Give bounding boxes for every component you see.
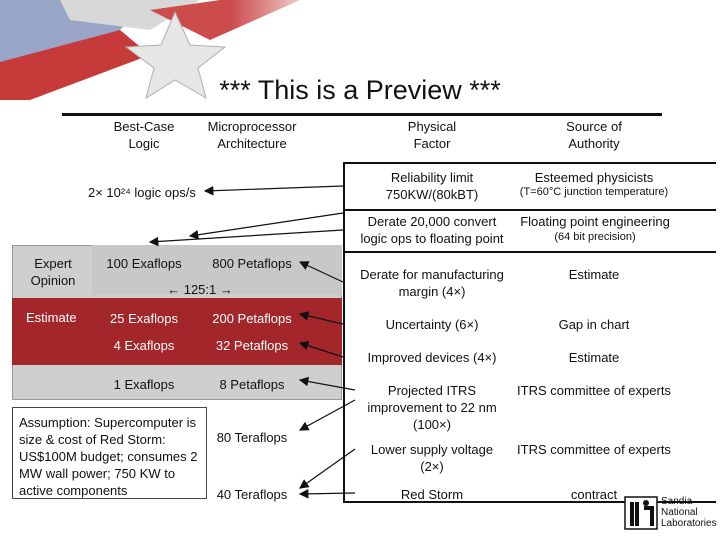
factor-projected-itrs: Projected ITRS improvement to 22 nm (100… [350, 382, 514, 433]
label-expert-opinion: Expert Opinion [14, 255, 92, 289]
cell-25-exaflops: 25 Exaflops [96, 310, 192, 327]
label-estimate: Estimate [26, 309, 77, 326]
factor-derate-20000: Derate 20,000 convert logic ops to float… [350, 213, 514, 247]
authority-estimate-1: Estimate [516, 266, 672, 283]
cell-4-exaflops: 4 Exaflops [96, 337, 192, 354]
authority-estimate-2: Estimate [516, 349, 672, 366]
cell-100-exaflops: 100 Exaflops [96, 255, 192, 272]
authority-note-64-bit: (64 bit precision) [510, 231, 680, 244]
cell-200-petaflops: 200 Petaflops [196, 310, 308, 327]
sandia-logo-text: Sandia National Laboratories [661, 496, 717, 529]
authority-itrs-committee-1: ITRS committee of experts [506, 382, 682, 399]
factor-improved-devices: Improved devices (4×) [350, 349, 514, 366]
header-physical-factor: Physical Factor [372, 118, 492, 152]
table-left-border [343, 162, 345, 502]
table-row-divider [343, 209, 716, 211]
authority-esteemed-physicists: Esteemed physicists [516, 169, 672, 186]
table-row-divider [343, 162, 716, 164]
cell-8-petaflops: 8 Petaflops [196, 376, 308, 393]
slide-title: *** This is a Preview *** [150, 74, 570, 106]
cell-32-petaflops: 32 Petaflops [196, 337, 308, 354]
factor-derate-manufacturing: Derate for manufacturing margin (4×) [350, 266, 514, 300]
factor-uncertainty: Uncertainty (6×) [350, 316, 514, 333]
header-source-of-authority: Source of Authority [534, 118, 654, 152]
cell-800-petaflops: 800 Petaflops [196, 255, 308, 272]
authority-note-junction-temp: (T=60°C junction temperature) [508, 186, 680, 199]
arrow-derate-20000 [190, 213, 343, 236]
cell-40-teraflops: 40 Teraflops [196, 486, 308, 503]
assumption-box: Assumption: Supercomputer is size & cost… [12, 407, 207, 499]
header-best-case-logic: Best-Case Logic [96, 118, 192, 152]
factor-lower-supply-voltage: Lower supply voltage (2×) [350, 441, 514, 475]
factor-red-storm: Red Storm [350, 486, 514, 503]
authority-itrs-committee-2: ITRS committee of experts [506, 441, 682, 458]
table-row-divider [343, 251, 716, 253]
arrow-derate-to-100ef [150, 230, 343, 242]
cell-80-teraflops: 80 Teraflops [196, 429, 308, 446]
factor-reliability-limit: Reliability limit 750KW/(80kBT) [352, 169, 512, 203]
ratio-125-1: ← 125:1 → [130, 281, 270, 298]
authority-gap-in-chart: Gap in chart [516, 316, 672, 333]
header-microprocessor-architecture: Microprocessor Architecture [192, 118, 312, 152]
cell-1-exaflops: 1 Exaflops [96, 376, 192, 393]
arrow-reliability [205, 186, 343, 191]
title-underline [62, 113, 662, 116]
authority-floating-point-engineering: Floating point engineering [510, 213, 680, 230]
logic-ops-label: 2× 10²⁴ logic ops/s [88, 184, 196, 201]
sandia-logo: Sandia National Laboratories [623, 494, 718, 534]
